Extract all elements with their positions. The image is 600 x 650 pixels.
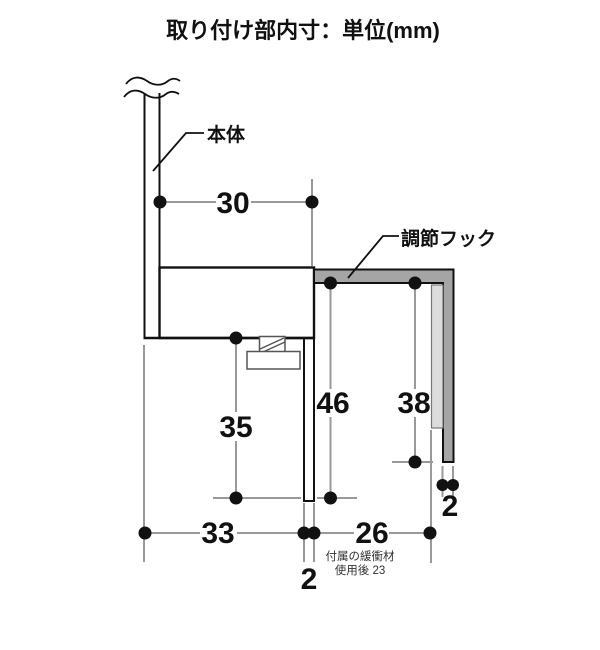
hook-leader-line <box>347 235 399 279</box>
diagram-title: 取り付け部内寸：単位(mm) <box>166 18 440 43</box>
dim-top-width: 30 <box>216 187 249 220</box>
body-leader-line <box>152 132 204 172</box>
body-wall <box>143 93 161 338</box>
dimension-lines <box>143 179 454 563</box>
adjustment-hook-shape <box>313 268 455 463</box>
hook-screw-detail <box>246 335 301 370</box>
hook-slide-strip <box>430 284 444 429</box>
break-symbol <box>123 76 181 99</box>
dim-body-depth: 35 <box>219 411 252 444</box>
top-rail-box <box>158 266 316 340</box>
dim-hook-inner-depth: 46 <box>316 387 349 420</box>
dim-bottom-outer-width: 26 <box>355 517 388 550</box>
cushion-note-line2: 使用後 23 <box>335 563 386 577</box>
body-label: 本体 <box>207 123 246 146</box>
dim-hook-thickness: 2 <box>442 490 459 523</box>
dim-bottom-inner-width: 33 <box>201 517 234 550</box>
dimension-dots <box>138 195 459 540</box>
dim-plate-thickness: 2 <box>301 563 318 596</box>
cushion-note-line1: 付属の緩衝材 <box>326 549 395 563</box>
dim-hook-outer-depth: 38 <box>397 387 430 420</box>
hook-label: 調節フック <box>401 227 496 250</box>
